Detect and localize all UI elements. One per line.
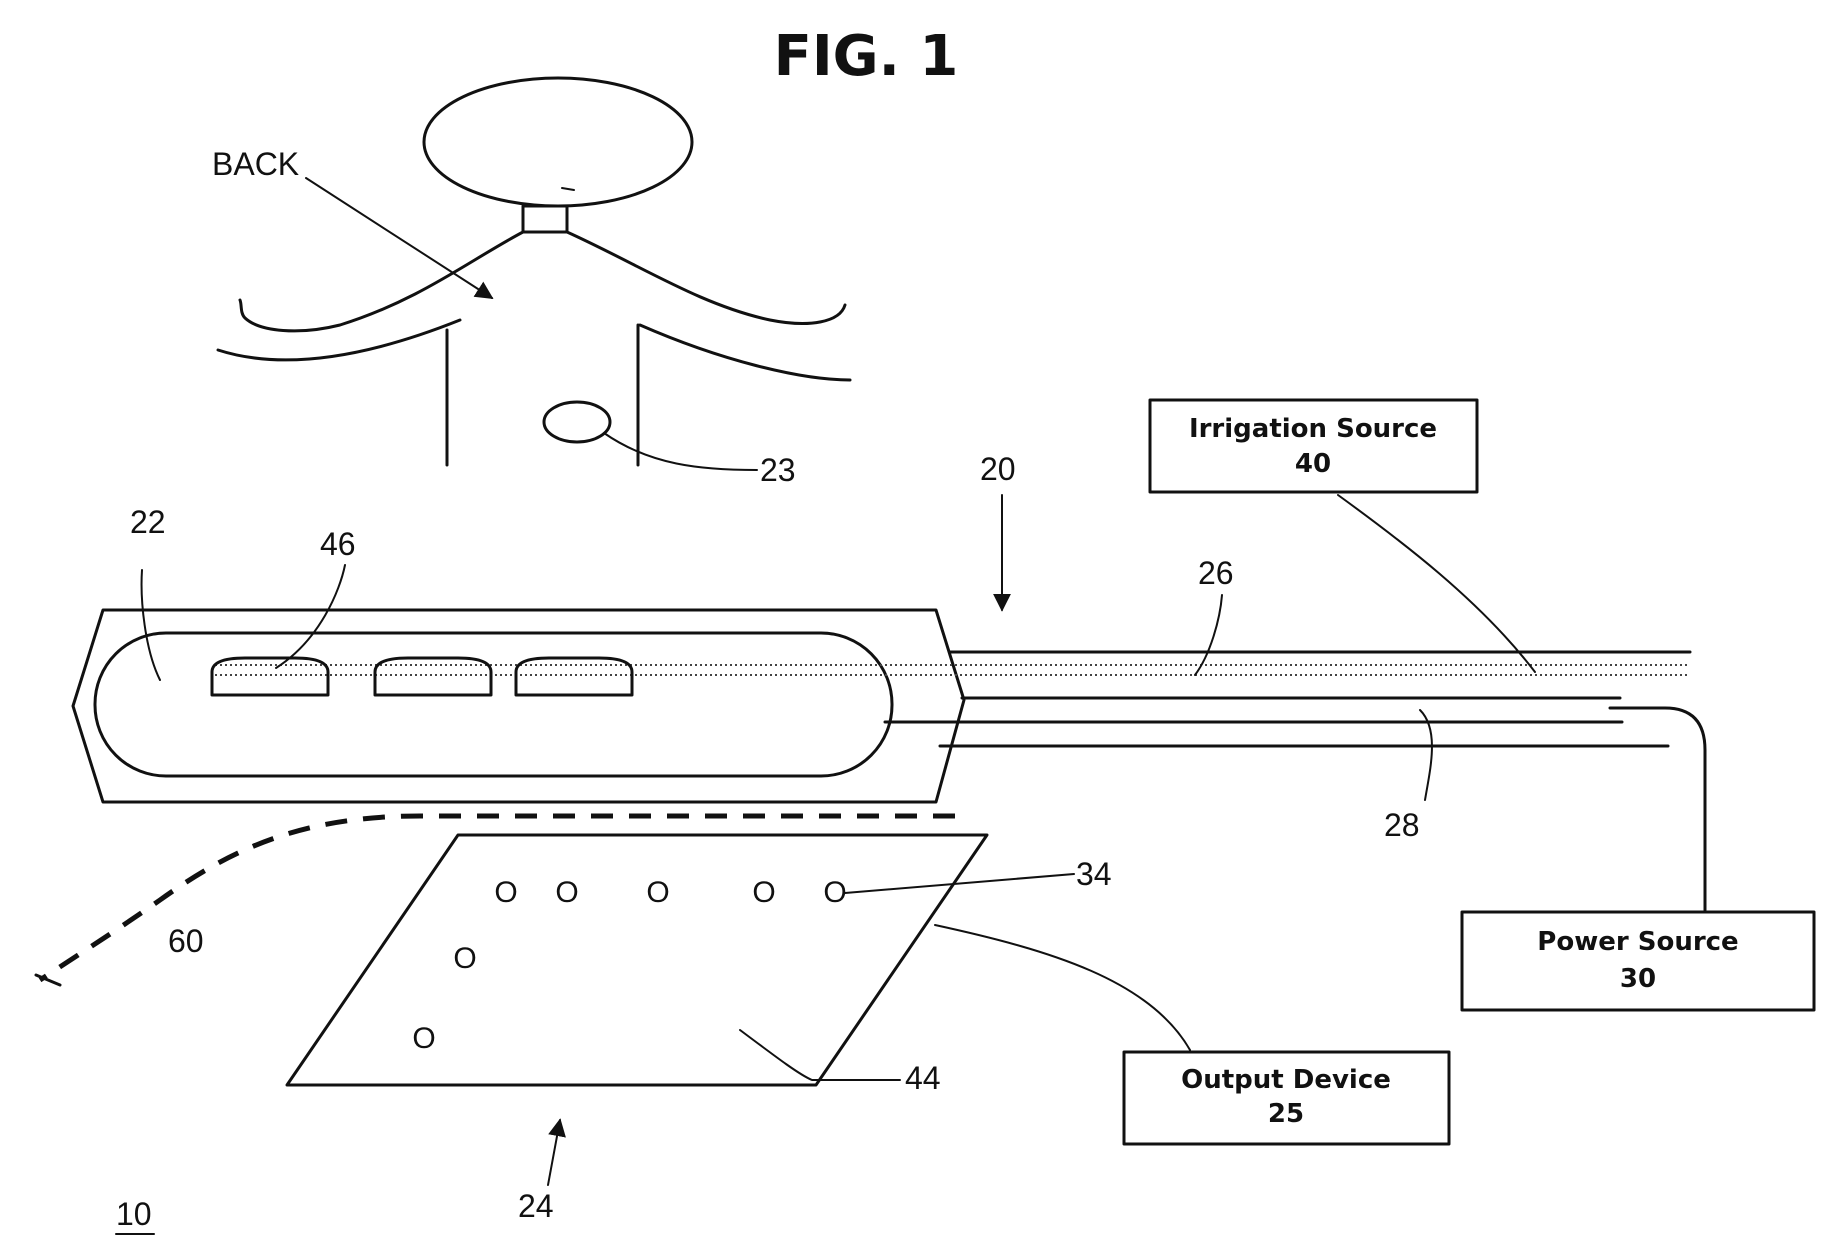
probe-housing <box>73 610 964 802</box>
power-cable <box>1610 708 1705 910</box>
patient-neck <box>523 206 567 232</box>
leader-23 <box>604 433 757 470</box>
ref-28: 28 <box>1384 807 1420 843</box>
leader-output-device <box>935 925 1190 1050</box>
output-device-label: Output Device <box>1181 1065 1391 1095</box>
ref-44: 44 <box>905 1060 941 1096</box>
leader-44 <box>740 1030 900 1080</box>
irrigation-source-label: Irrigation Source <box>1189 414 1437 444</box>
head-mark <box>562 188 574 190</box>
power-source-label: Power Source <box>1537 927 1738 957</box>
right-shoulder-upper <box>567 232 845 324</box>
output-device-number: 25 <box>1268 1099 1304 1129</box>
ref-24: 24 <box>518 1188 554 1224</box>
irrigation-source-box: Irrigation Source 40 <box>1150 400 1477 492</box>
ref-34: 34 <box>1076 856 1112 892</box>
leader-26 <box>1195 595 1222 675</box>
patient-head <box>424 78 692 206</box>
cable <box>885 495 1705 910</box>
power-source-number: 30 <box>1620 964 1656 994</box>
hole-1: O <box>494 876 517 909</box>
ref-26: 26 <box>1198 555 1234 591</box>
left-shoulder-upper <box>240 232 523 331</box>
hole-7: O <box>412 1022 435 1055</box>
hole-2: O <box>555 876 578 909</box>
plate-outline <box>287 835 987 1085</box>
back-arrow <box>306 178 492 298</box>
back-label: BACK <box>212 146 299 182</box>
hole-6: O <box>453 942 476 975</box>
ref-20: 20 <box>980 451 1016 487</box>
hole-5: O <box>823 876 846 909</box>
ref-60: 60 <box>168 923 204 959</box>
ref-22: 22 <box>130 504 166 540</box>
irrigation-source-number: 40 <box>1295 449 1331 479</box>
leader-22 <box>142 570 160 680</box>
hole-4: O <box>752 876 775 909</box>
probe-window <box>95 633 892 776</box>
transducer-element-2 <box>375 658 491 695</box>
figure-title: FIG. 1 <box>774 24 959 89</box>
plate: O O O O O O O <box>287 835 1190 1085</box>
ref-23: 23 <box>760 452 796 488</box>
arrow-24 <box>548 1120 560 1185</box>
power-source-box: Power Source 30 <box>1462 912 1814 1010</box>
probe <box>73 565 1690 802</box>
hole-3: O <box>646 876 669 909</box>
leader-46 <box>276 565 345 668</box>
target-region-23 <box>544 402 610 442</box>
ref-10: 10 <box>116 1196 152 1232</box>
transducer-element-3 <box>516 658 632 695</box>
dashed-end <box>36 975 60 985</box>
output-device-box: Output Device 25 <box>1124 1052 1449 1144</box>
transducer-element-1 <box>212 658 328 695</box>
irrigation-cable <box>1338 495 1535 672</box>
patient-body <box>218 78 850 470</box>
right-shoulder-lower <box>640 325 850 380</box>
ref-46: 46 <box>320 526 356 562</box>
